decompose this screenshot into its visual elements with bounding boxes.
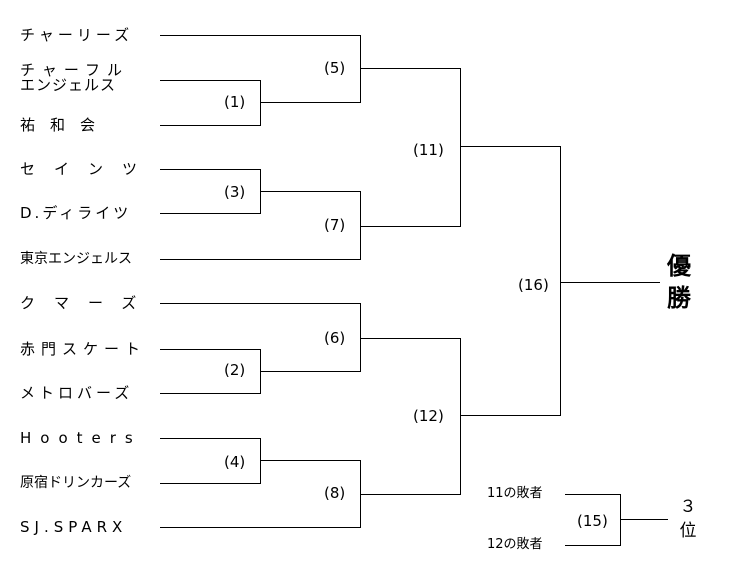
team-name: 祐 和 会: [20, 116, 96, 134]
team-name: チャーフル: [20, 61, 129, 79]
match-label: (11): [413, 141, 444, 159]
team-name: 赤門スケート: [20, 340, 147, 358]
match-label: (6): [324, 329, 346, 347]
loser-label: 12の敗者: [487, 537, 543, 552]
team-name: エンジェルス: [20, 76, 117, 94]
match-label: (5): [324, 59, 346, 77]
team-name: SJ.SPARX: [20, 518, 128, 536]
loser-label: 11の敗者: [487, 486, 543, 501]
third-place-label: ３: [679, 497, 697, 517]
team-name: Hooters: [20, 429, 142, 447]
match-label: (1): [224, 93, 246, 111]
match-label: (2): [224, 361, 246, 379]
match-label: (15): [577, 512, 608, 530]
match-label: (4): [224, 453, 246, 471]
match-label: (8): [324, 484, 346, 502]
champion-label: 優: [667, 252, 691, 280]
team-name: メトロバーズ: [20, 384, 134, 402]
team-name: D.ディライツ: [20, 204, 132, 222]
team-name: チャーリーズ: [20, 26, 134, 44]
team-name: 原宿ドリンカーズ: [20, 475, 132, 491]
team-name: セインツ: [20, 160, 157, 178]
match-label: (16): [518, 276, 549, 294]
match-label: (7): [324, 216, 346, 234]
champion-label: 勝: [667, 284, 691, 312]
third-place-label: 位: [679, 521, 697, 541]
match-label: (3): [224, 183, 246, 201]
match-label: (12): [413, 407, 444, 425]
team-name: 東京エンジェルス: [20, 251, 132, 267]
team-name: クマーズ: [20, 294, 156, 312]
